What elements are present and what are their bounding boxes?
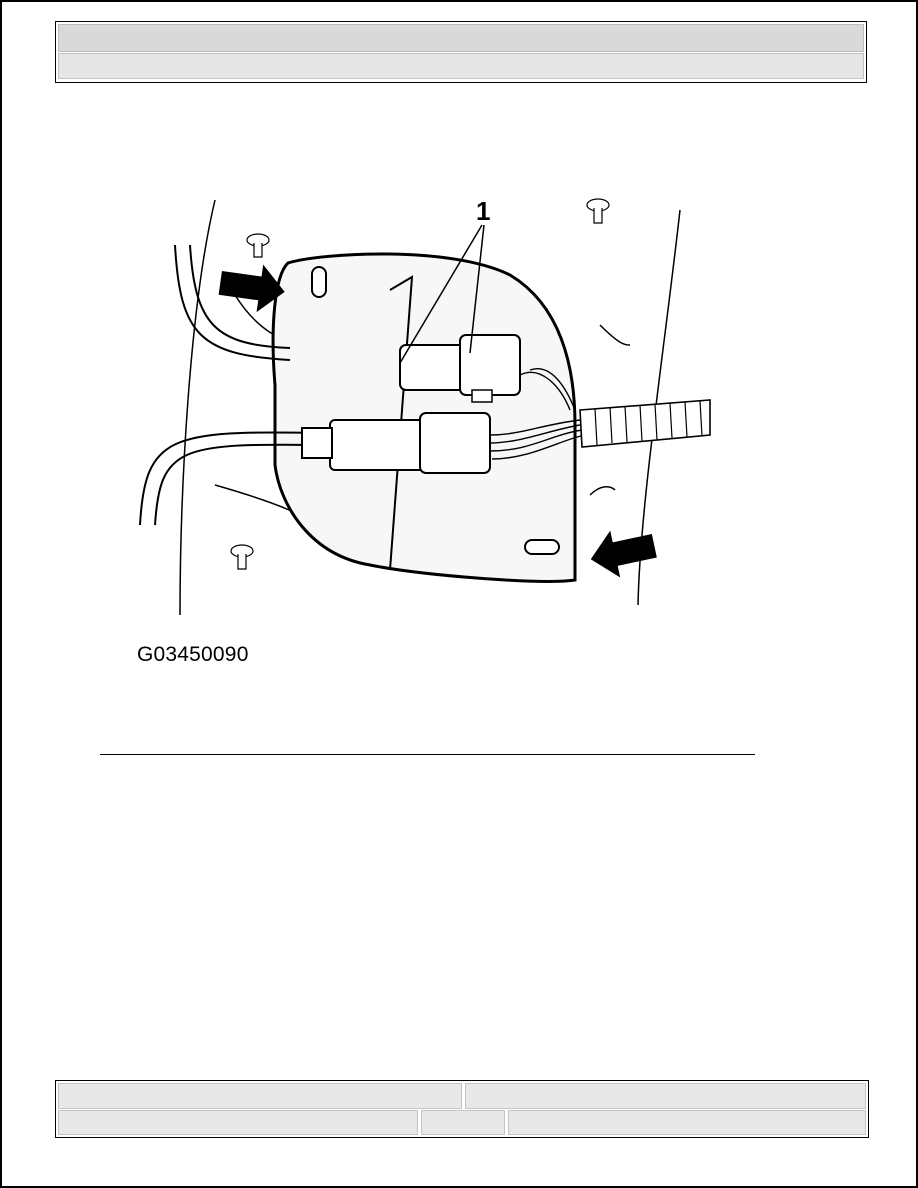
footer-cell-right-bottom: [508, 1110, 866, 1135]
figure-code: G03450090: [137, 643, 249, 666]
screw-icon: [230, 198, 610, 570]
connector-illustration: 1: [120, 185, 720, 616]
callout-number: 1: [476, 196, 490, 226]
footer-cell-mid-bottom: [421, 1110, 505, 1135]
header-title-bar: [58, 24, 864, 52]
footer-cell-left-bottom: [58, 1110, 418, 1135]
footer-cell-right-top: [465, 1083, 866, 1109]
header-subtitle-bar: [58, 53, 864, 79]
footer-cell-left-top: [58, 1083, 462, 1109]
header-table: [55, 21, 867, 83]
footer-table: [55, 1080, 869, 1138]
arrow-icon: [218, 264, 657, 578]
section-divider: [100, 754, 755, 755]
